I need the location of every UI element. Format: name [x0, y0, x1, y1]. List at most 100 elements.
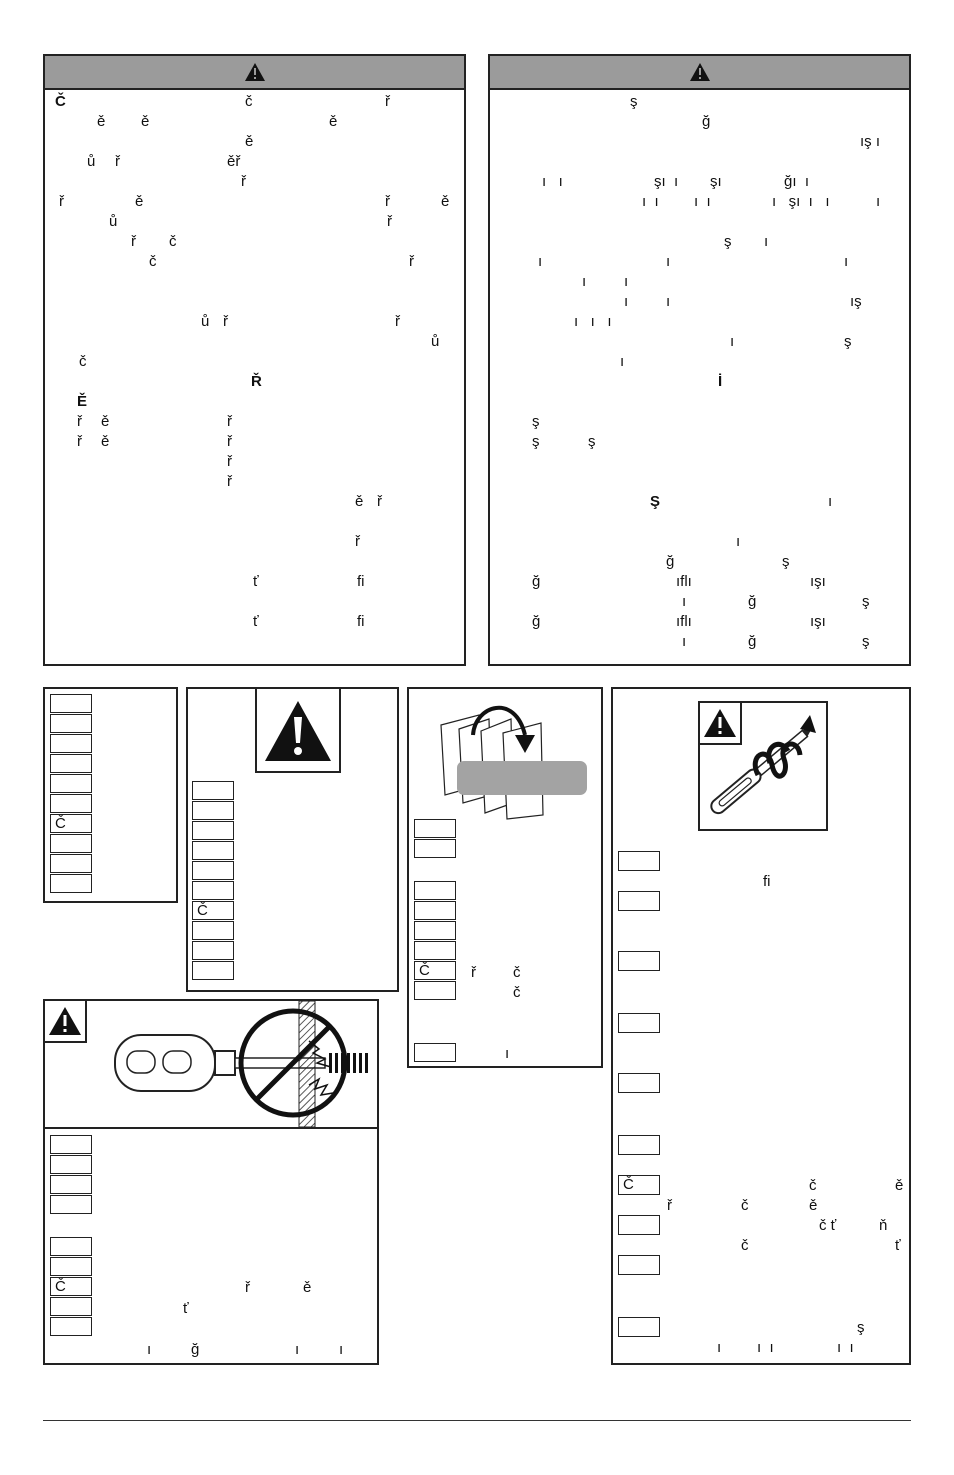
text-glyph: İ — [718, 373, 723, 390]
text-glyph: č — [169, 233, 177, 250]
text-glyph: č — [79, 353, 87, 370]
language-code-cell — [50, 1135, 92, 1154]
language-code-cell: Č — [50, 1277, 92, 1296]
text-glyph: ť — [895, 1237, 901, 1254]
text-glyph: ı — [736, 533, 741, 550]
language-code-cell — [414, 1043, 456, 1062]
text-glyph: ř — [395, 313, 400, 330]
text-glyph: ě — [101, 413, 110, 430]
text-glyph: ı — [624, 293, 629, 310]
language-code-cell — [618, 1215, 660, 1235]
text-glyph: ř — [131, 233, 136, 250]
warning-header — [45, 56, 464, 90]
text-glyph: ř — [241, 173, 246, 190]
language-code-cell — [192, 821, 234, 840]
text-glyph: ı — [828, 493, 833, 510]
text-glyph: ř — [227, 453, 232, 470]
text-glyph: ı — [582, 273, 587, 290]
language-code-cell — [50, 774, 92, 793]
text-glyph: ě — [135, 193, 144, 210]
text-glyph: fi — [357, 613, 365, 630]
text-glyph: ıflı — [676, 613, 692, 630]
language-code-cell — [414, 819, 456, 838]
text-glyph: ů — [87, 153, 96, 170]
text-glyph: ş — [724, 233, 732, 250]
text-glyph: ı ı — [837, 1339, 854, 1356]
warning-header — [490, 56, 909, 90]
text-glyph: ı — [730, 333, 735, 350]
text-glyph: ı — [147, 1341, 152, 1358]
text-glyph: ř — [355, 533, 360, 550]
text-glyph: ı — [666, 293, 671, 310]
language-code-cell — [50, 874, 92, 893]
booklet-icon — [440, 705, 544, 820]
text-glyph: Ř — [251, 373, 262, 390]
text-glyph: ř — [227, 473, 232, 490]
text-glyph: ı ı — [694, 193, 711, 210]
text-glyph: ş — [862, 593, 870, 610]
warning-icon — [704, 709, 736, 737]
text-glyph: ě — [101, 433, 110, 450]
warning-symbol-frame — [255, 689, 341, 773]
prohibition-image — [45, 1001, 377, 1129]
text-glyph: ů — [109, 213, 118, 230]
text-glyph: ı şı ı ı — [772, 193, 830, 210]
text-glyph: ě — [329, 113, 338, 130]
text-glyph: ı — [620, 353, 625, 370]
language-code-cell — [192, 941, 234, 960]
text-glyph: ř — [471, 964, 476, 981]
text-glyph: ř — [227, 433, 232, 450]
language-code-cell — [50, 794, 92, 813]
language-code-cell — [192, 921, 234, 940]
language-list-b: Č — [186, 687, 399, 992]
language-code-cell — [50, 1195, 92, 1214]
text-glyph: č — [809, 1177, 817, 1194]
language-code-cell — [618, 1135, 660, 1155]
screwdriver-prohibited-icon — [114, 1001, 368, 1127]
language-code-cell — [414, 921, 456, 940]
text-glyph: ış — [850, 293, 862, 310]
language-code-cell — [618, 1073, 660, 1093]
warning-icon — [49, 1007, 81, 1035]
text-glyph: ť — [183, 1300, 189, 1317]
text-glyph: ı — [764, 233, 769, 250]
text-glyph: ř — [223, 313, 228, 330]
text-glyph: ğ — [532, 613, 541, 630]
text-glyph: č — [149, 253, 157, 270]
text-glyph: č — [741, 1197, 749, 1214]
text-glyph: ř — [227, 413, 232, 430]
warning-icon — [244, 63, 265, 81]
text-glyph: ř — [77, 413, 82, 430]
text-glyph: ı — [339, 1341, 344, 1358]
text-glyph: ř — [59, 193, 64, 210]
text-glyph: ě — [97, 113, 106, 130]
text-glyph: ı — [682, 593, 687, 610]
text-glyph: ğı ı — [784, 173, 810, 190]
text-glyph: ě — [141, 113, 150, 130]
text-glyph: ş — [588, 433, 596, 450]
language-code-cell — [50, 754, 92, 773]
text-glyph: ışı — [810, 613, 826, 630]
language-code-cell: Č — [618, 1175, 660, 1195]
text-glyph: ş — [862, 633, 870, 650]
text-glyph: ť — [253, 573, 259, 590]
language-code-cell — [414, 901, 456, 920]
text-glyph: ř — [385, 193, 390, 210]
hazard-image-frame — [698, 701, 828, 831]
text-glyph: ě — [355, 493, 364, 510]
language-code-cell — [618, 891, 660, 911]
language-code-cell — [414, 941, 456, 960]
text-glyph: ř — [77, 433, 82, 450]
text-glyph: ğ — [702, 113, 711, 130]
text-glyph: ş — [532, 413, 540, 430]
text-glyph: ř — [377, 493, 382, 510]
text-glyph: č — [513, 964, 521, 981]
text-glyph: č — [245, 93, 253, 110]
language-code-cell — [50, 694, 92, 713]
text-glyph: ıflı — [676, 573, 692, 590]
language-code-cell — [414, 881, 456, 900]
language-code-cell — [192, 801, 234, 820]
